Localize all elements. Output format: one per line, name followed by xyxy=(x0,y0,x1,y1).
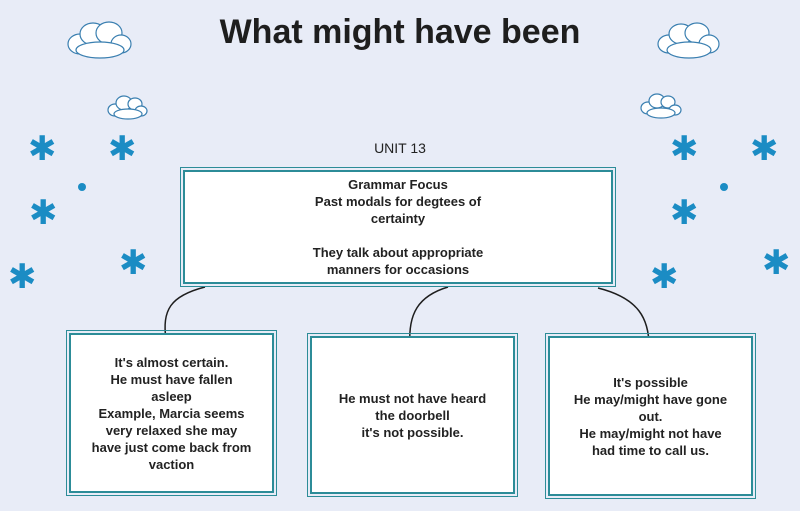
page-title: What might have been xyxy=(219,13,581,51)
snowflake-icon: ✱ xyxy=(670,194,699,232)
snow-dot xyxy=(78,183,86,191)
snowflake-icon: ✱ xyxy=(119,244,148,282)
box-text-line: It's almost certain. xyxy=(114,354,229,370)
box-text-line: vaction xyxy=(148,456,195,472)
box-text-line: Example, Marcia seems xyxy=(98,405,245,421)
snowflake-icon: ✱ xyxy=(8,258,37,296)
not-possible-box: He must not have heard the doorbell it's… xyxy=(307,333,518,497)
snowflake-icon: ✱ xyxy=(750,130,779,168)
snow-dot xyxy=(720,183,728,191)
box-text-line: He must not have heard xyxy=(338,390,487,406)
cloud-icon xyxy=(67,21,132,59)
grammar-focus-box: Grammar Focus Past modals for degtees of… xyxy=(180,167,616,287)
connector-arrow xyxy=(164,286,206,341)
box-text-line: the doorbell xyxy=(375,407,450,423)
cloud-icon xyxy=(107,95,148,120)
box-text-line: It's possible xyxy=(613,374,688,390)
box-text-line: have just come back from xyxy=(91,439,252,455)
unit-label: UNIT 13 xyxy=(374,140,426,156)
snowflake-icon: ✱ xyxy=(762,244,791,282)
box-text-line: They talk about appropriate xyxy=(312,245,484,260)
cloud-icon xyxy=(657,22,720,59)
snowflake-icon: ✱ xyxy=(670,130,699,168)
box-text-line: He must have fallen xyxy=(110,371,233,387)
box-text-line: manners for occasions xyxy=(326,262,470,277)
snowflake-icon: ✱ xyxy=(108,130,137,168)
box-text-line: certainty xyxy=(370,211,426,226)
box-text-line: asleep xyxy=(151,388,192,404)
possible-box: It's possible He may/might have gone out… xyxy=(545,333,756,499)
box-text-line: Grammar Focus xyxy=(348,177,448,192)
snowflake-icon: ✱ xyxy=(650,258,679,296)
box-text-line: He may/might have gone xyxy=(573,391,728,407)
almost-certain-box: It's almost certain. He must have fallen… xyxy=(66,330,277,496)
box-text-line: it's not possible. xyxy=(361,424,464,440)
box-text-line: out. xyxy=(638,408,663,424)
box-text-line: had time to call us. xyxy=(591,442,710,458)
cloud-icon xyxy=(640,93,682,119)
box-text-line: Past modals for degtees of xyxy=(314,194,482,209)
snowflake-icon: ✱ xyxy=(28,130,57,168)
snowflake-icon: ✱ xyxy=(29,194,58,232)
box-text-line: He may/might not have xyxy=(579,425,722,441)
box-text-line: very relaxed she may xyxy=(105,422,238,438)
